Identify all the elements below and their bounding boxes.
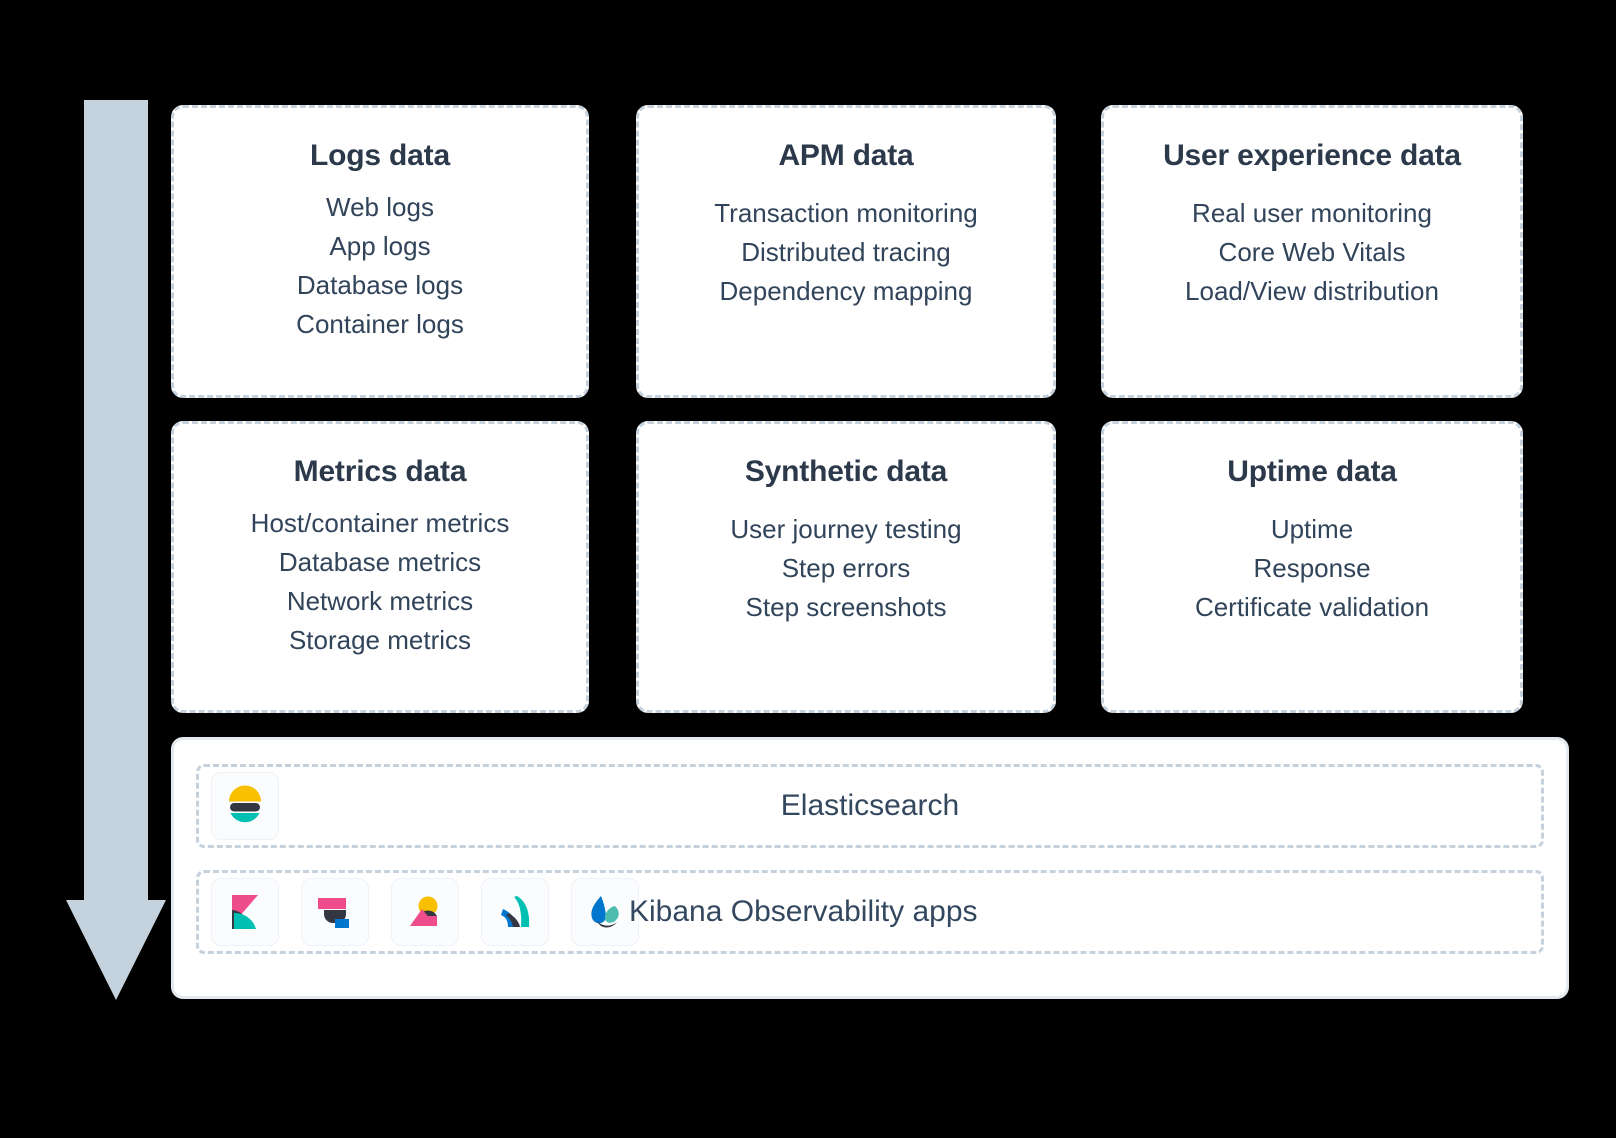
card-synthetic-data: Synthetic data User journey testing Step… bbox=[636, 421, 1056, 713]
card-list-item: App logs bbox=[329, 231, 431, 261]
card-list-item: Certificate validation bbox=[1194, 592, 1430, 622]
card-item-list: Host/container metrics Database metrics … bbox=[251, 504, 510, 660]
card-metrics-data: Metrics data Host/container metrics Data… bbox=[171, 421, 589, 713]
card-list-item: Step screenshots bbox=[745, 592, 947, 622]
kibana-apps-row: Kibana Observability apps bbox=[196, 870, 1544, 954]
card-title: APM data bbox=[778, 139, 914, 172]
card-logs-data: Logs data Web logs App logs Database log… bbox=[171, 105, 589, 398]
card-item-list: User journey testing Step errors Step sc… bbox=[730, 510, 961, 627]
card-item-list: Transaction monitoring Distributed traci… bbox=[714, 194, 978, 311]
metrics-app-icon bbox=[391, 878, 459, 946]
card-list-item: Real user monitoring bbox=[1192, 198, 1432, 228]
card-list-item: Dependency mapping bbox=[719, 276, 973, 306]
card-list-item: Load/View distribution bbox=[1185, 276, 1439, 306]
kibana-logo-icon bbox=[211, 878, 279, 946]
card-list-item: Distributed tracing bbox=[741, 237, 951, 267]
card-title: Synthetic data bbox=[744, 455, 948, 488]
card-item-list: Uptime Response Certificate validation bbox=[1195, 510, 1429, 627]
card-list-item: Transaction monitoring bbox=[714, 198, 978, 228]
card-list-item: Uptime bbox=[1270, 514, 1354, 544]
card-list-item: Response bbox=[1253, 553, 1371, 583]
card-list-item: Container logs bbox=[296, 309, 464, 339]
elasticsearch-label: Elasticsearch bbox=[780, 789, 960, 822]
card-list-item: Step errors bbox=[781, 553, 911, 583]
card-title: User experience data bbox=[1163, 139, 1461, 172]
card-list-item: Web logs bbox=[326, 192, 434, 222]
card-title: Logs data bbox=[310, 139, 450, 172]
downward-flow-arrow bbox=[58, 100, 168, 1005]
card-list-item: Database logs bbox=[296, 270, 464, 300]
card-list-item: Database metrics bbox=[278, 547, 482, 577]
elasticsearch-logo-icon bbox=[211, 772, 279, 840]
card-list-item: Network metrics bbox=[286, 586, 474, 616]
platform-panel: Elasticsearch bbox=[171, 737, 1569, 999]
card-user-experience-data: User experience data Real user monitorin… bbox=[1101, 105, 1523, 398]
card-item-list: Web logs App logs Database logs Containe… bbox=[296, 188, 464, 344]
elasticsearch-row: Elasticsearch bbox=[196, 764, 1544, 848]
card-title: Metrics data bbox=[293, 455, 467, 488]
kibana-apps-label: Kibana Observability apps bbox=[629, 895, 978, 928]
card-list-item: User journey testing bbox=[730, 514, 962, 544]
card-item-list: Real user monitoring Core Web Vitals Loa… bbox=[1185, 194, 1439, 311]
apm-app-icon bbox=[481, 878, 549, 946]
uptime-app-icon bbox=[571, 878, 639, 946]
card-list-item: Host/container metrics bbox=[250, 508, 510, 538]
card-apm-data: APM data Transaction monitoring Distribu… bbox=[636, 105, 1056, 398]
card-list-item: Core Web Vitals bbox=[1218, 237, 1406, 267]
card-uptime-data: Uptime data Uptime Response Certificate … bbox=[1101, 421, 1523, 713]
card-title: Uptime data bbox=[1227, 455, 1397, 488]
logs-app-icon bbox=[301, 878, 369, 946]
card-list-item: Storage metrics bbox=[288, 625, 472, 655]
